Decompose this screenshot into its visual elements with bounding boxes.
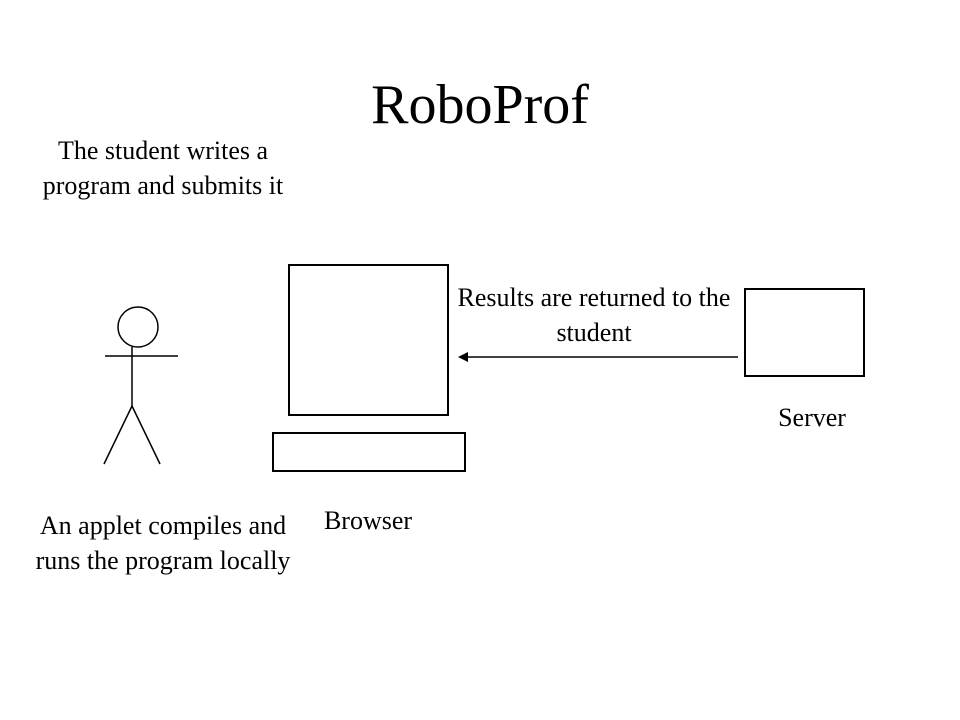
browser-monitor bbox=[288, 264, 449, 416]
browser-label: Browser bbox=[323, 506, 413, 535]
figure-left-leg bbox=[103, 405, 133, 465]
slide-title: RoboProf bbox=[371, 74, 589, 136]
browser-keyboard bbox=[272, 432, 466, 472]
applet-note: An applet compiles and runs the program … bbox=[35, 511, 291, 575]
server-label: Server bbox=[778, 403, 846, 432]
student-note: The student writes a program and submits… bbox=[42, 136, 284, 200]
stick-figure-icon bbox=[103, 306, 178, 465]
figure-right-leg bbox=[131, 405, 161, 465]
results-note: Results are returned to the student bbox=[457, 283, 731, 347]
results-arrow bbox=[458, 352, 738, 362]
arrow-head-icon bbox=[458, 352, 468, 362]
figure-head bbox=[117, 306, 159, 348]
server-box bbox=[744, 288, 865, 377]
